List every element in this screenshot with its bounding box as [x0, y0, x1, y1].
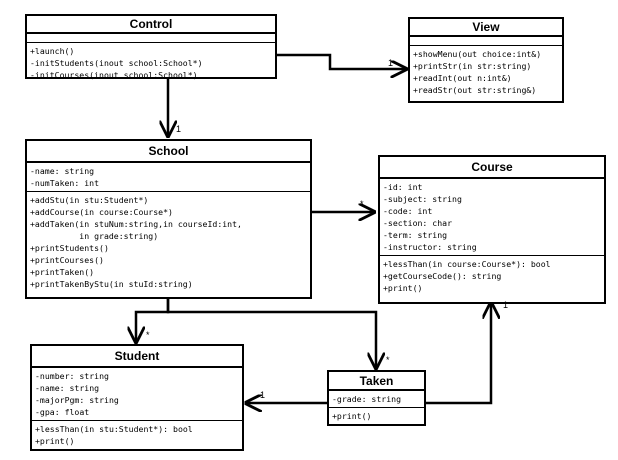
multiplicity-taken-course: 1 [503, 300, 509, 310]
operation: +showMenu(out choice:int&) [413, 49, 542, 59]
operation: +print() [35, 436, 75, 446]
edge-taken-course [425, 303, 491, 405]
attribute: -majorPgm: string [35, 395, 119, 405]
operation: in grade:string) [30, 231, 159, 241]
attribute: -subject: string [383, 194, 462, 204]
attributes-compartment: -grade: string [329, 391, 424, 408]
class-course[interactable]: Course -id: int -subject: string -code: … [378, 155, 606, 304]
operation: +getCourseCode(): string [383, 271, 502, 281]
attributes-compartment: -number: string -name: string -majorPgm:… [32, 368, 242, 421]
operation: -initCourses(inout school:School*) [30, 70, 198, 80]
operation: +printTakenByStu(in stuId:string) [30, 279, 193, 289]
multiplicity-taken-student: 1 [260, 390, 266, 400]
attribute: -name: string [30, 166, 95, 176]
operation: +lessThan(in stu:Student*): bool [35, 424, 193, 434]
multiplicity-school-course: * [360, 199, 364, 209]
edge-school-student [136, 299, 170, 342]
attribute: -grade: string [332, 394, 402, 404]
class-taken[interactable]: Taken -grade: string +print() [327, 370, 426, 426]
attribute: -section: char [383, 218, 453, 228]
attributes-compartment [410, 37, 562, 46]
class-name: School [27, 141, 310, 163]
multiplicity-control-view: 1 [388, 58, 394, 68]
operation: -initStudents(inout school:School*) [30, 58, 203, 68]
attributes-compartment [27, 34, 275, 43]
attributes-compartment: -name: string -numTaken: int [27, 163, 310, 192]
class-name: View [410, 19, 562, 37]
multiplicity-control-school: 1 [176, 124, 182, 134]
class-school[interactable]: School -name: string -numTaken: int +add… [25, 139, 312, 299]
operation: +lessThan(in course:Course*): bool [383, 259, 551, 269]
operation: +readInt(out n:int&) [413, 73, 512, 83]
edge-control-view [276, 53, 406, 69]
attribute: -id: int [383, 182, 423, 192]
operation: +printCourses() [30, 255, 104, 265]
class-view[interactable]: View +showMenu(out choice:int&) +printSt… [408, 17, 564, 103]
multiplicity-school-student: * [146, 330, 150, 340]
operations-compartment: +showMenu(out choice:int&) +printStr(in … [410, 46, 562, 98]
operations-compartment: +print() [329, 408, 424, 424]
operation: +launch() [30, 46, 75, 56]
attribute: -term: string [383, 230, 448, 240]
operation: +print() [383, 283, 423, 293]
operation: +print() [332, 411, 372, 421]
operation: +printStr(in str:string) [413, 61, 532, 71]
operation: +addCourse(in course:Course*) [30, 207, 173, 217]
attribute: -gpa: float [35, 407, 90, 417]
operation: +readStr(out str:string&) [413, 85, 537, 95]
attribute: -numTaken: int [30, 178, 100, 188]
operations-compartment: +lessThan(in stu:Student*): bool +print(… [32, 421, 242, 449]
class-name: Student [32, 346, 242, 368]
class-name: Taken [329, 372, 424, 391]
multiplicity-school-taken: * [386, 355, 390, 365]
attribute: -code: int [383, 206, 433, 216]
operation: +addTaken(in stuNum:string,in courseId:i… [30, 219, 242, 229]
class-name: Control [27, 16, 275, 34]
attribute: -name: string [35, 383, 100, 393]
class-control[interactable]: Control +launch() -initStudents(inout sc… [25, 14, 277, 80]
attributes-compartment: -id: int -subject: string -code: int -se… [380, 179, 604, 256]
operation: +addStu(in stu:Student*) [30, 195, 149, 205]
operation: +printStudents() [30, 243, 109, 253]
class-name: Course [380, 157, 604, 179]
operation: +printTaken() [30, 267, 95, 277]
operations-compartment: +addStu(in stu:Student*) +addCourse(in c… [27, 192, 310, 292]
edge-school-taken [166, 299, 376, 368]
operations-compartment: +lessThan(in course:Course*): bool +getC… [380, 256, 604, 296]
attribute: -instructor: string [383, 242, 477, 252]
class-student[interactable]: Student -number: string -name: string -m… [30, 344, 244, 451]
attribute: -number: string [35, 371, 109, 381]
operations-compartment: +launch() -initStudents(inout school:Sch… [27, 43, 275, 83]
